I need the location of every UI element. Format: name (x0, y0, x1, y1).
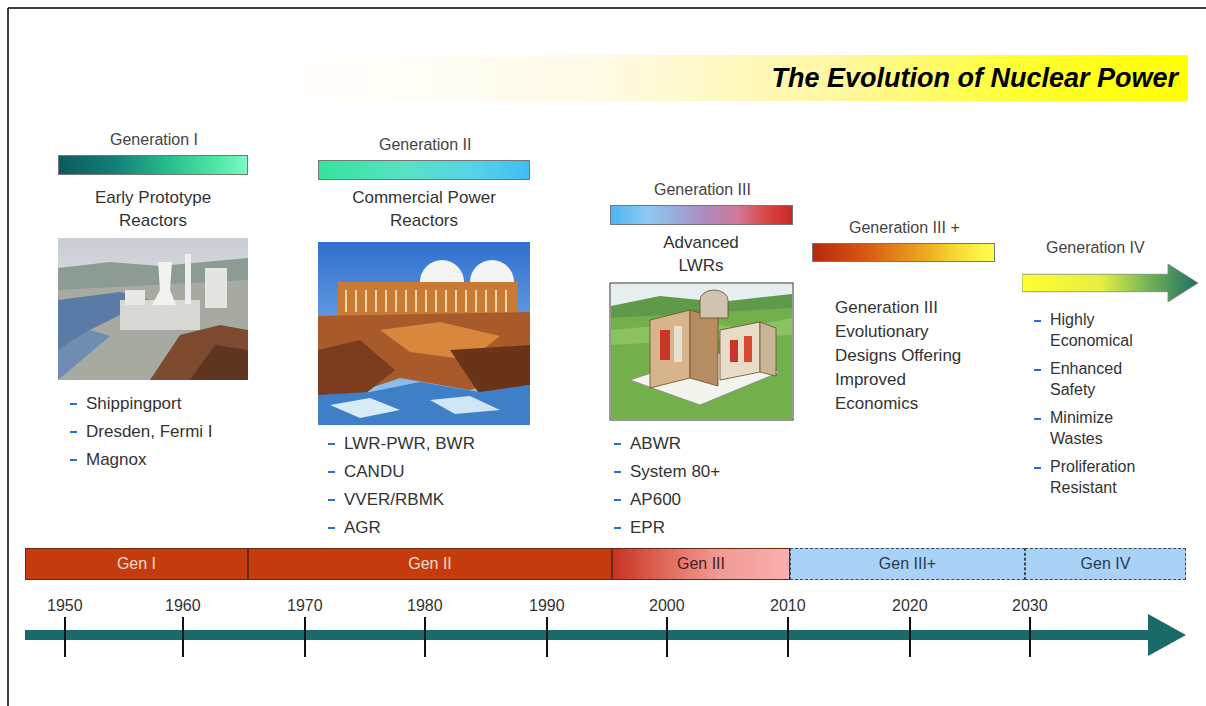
year-label: 1970 (287, 594, 323, 617)
timeline-label: Gen II (408, 555, 452, 573)
bullet-dash (70, 459, 77, 461)
arrow-shape (1022, 264, 1198, 302)
bullet-dash (614, 443, 621, 445)
timeline-segment: Gen II (248, 548, 612, 580)
bullet-dash (328, 443, 335, 445)
generation-heading: Generation II (379, 135, 472, 155)
year-label: 2020 (892, 594, 928, 617)
gen3-photo (610, 283, 793, 420)
bullet-dash (70, 431, 77, 433)
bullet-item: Proliferation Resistant (1050, 456, 1162, 498)
time-axis (25, 614, 1186, 657)
generation-heading: Generation I (110, 130, 198, 150)
timeline-label: Gen I (117, 555, 156, 573)
bullet-dash (1034, 467, 1041, 469)
bullet-item: Highly Economical (1050, 309, 1162, 351)
bullet-dash (1034, 320, 1041, 322)
description-text: Early Prototype Reactors (68, 186, 238, 232)
bullet-dash (328, 527, 335, 529)
bullet-item: EPR (630, 516, 790, 539)
year-label: 1980 (407, 594, 443, 617)
generation-bar: Generation II (318, 160, 530, 180)
generation-heading: Generation III + (849, 218, 960, 238)
bullet-item: AGR (344, 516, 524, 539)
timeline-label: Gen III+ (879, 555, 936, 573)
year-label: 2010 (770, 594, 806, 617)
bullet-item: VVER/RBMK (344, 488, 524, 511)
bullet-dash (1034, 418, 1041, 420)
frame-line (7, 8, 9, 706)
bullet-item: ABWR (630, 432, 790, 455)
bullet-dash (614, 471, 621, 473)
bullet-item: LWR-PWR, BWR (344, 432, 524, 455)
timeline-segment: Gen III (612, 548, 790, 580)
generation-heading: Generation III (654, 180, 751, 200)
timeline-segment: Gen IV (1025, 548, 1186, 580)
bullet-item: Enhanced Safety (1050, 358, 1162, 400)
generation-bar: Generation I (58, 155, 248, 175)
bullet-item: Dresden, Fermi I (86, 420, 236, 443)
diagram-title: The Evolution of Nuclear Power (771, 63, 1188, 94)
generation-bar: Generation III (610, 205, 793, 225)
generation-heading: Generation IV (1046, 238, 1145, 258)
bullet-item: System 80+ (630, 460, 790, 483)
generation-bar: Generation III + (812, 243, 995, 262)
bullet-dash (70, 403, 77, 405)
bullet-dash (614, 527, 621, 529)
year-label: 1950 (47, 594, 83, 617)
timeline-segment: Gen I (25, 548, 248, 580)
frame-line (8, 7, 1206, 9)
bullet-dash (1034, 369, 1041, 371)
generation-arrow: Generation IV (1022, 264, 1198, 302)
bullet-item: CANDU (344, 460, 524, 483)
gen1-photo (58, 238, 248, 380)
bullet-dash (328, 499, 335, 501)
description-text: Advanced LWRs (651, 231, 751, 277)
bullet-item: Shippingport (86, 392, 236, 415)
timeline-label: Gen IV (1081, 555, 1131, 573)
timeline-label: Gen III (677, 555, 725, 573)
description-text: Commercial Power Reactors (334, 186, 514, 232)
bullet-item: Minimize Wastes (1050, 407, 1162, 449)
bullet-item: Magnox (86, 448, 236, 471)
bullet-item: AP600 (630, 488, 790, 511)
description-text: Generation III Evolutionary Designs Offe… (835, 296, 977, 416)
year-label: 1960 (165, 594, 201, 617)
bullet-dash (614, 499, 621, 501)
year-label: 2030 (1012, 594, 1048, 617)
year-label: 2000 (649, 594, 685, 617)
timeline-segment: Gen III+ (790, 548, 1025, 580)
gen2-photo (318, 242, 530, 425)
title-banner: The Evolution of Nuclear Power (272, 55, 1188, 101)
year-label: 1990 (529, 594, 565, 617)
bullet-dash (328, 471, 335, 473)
